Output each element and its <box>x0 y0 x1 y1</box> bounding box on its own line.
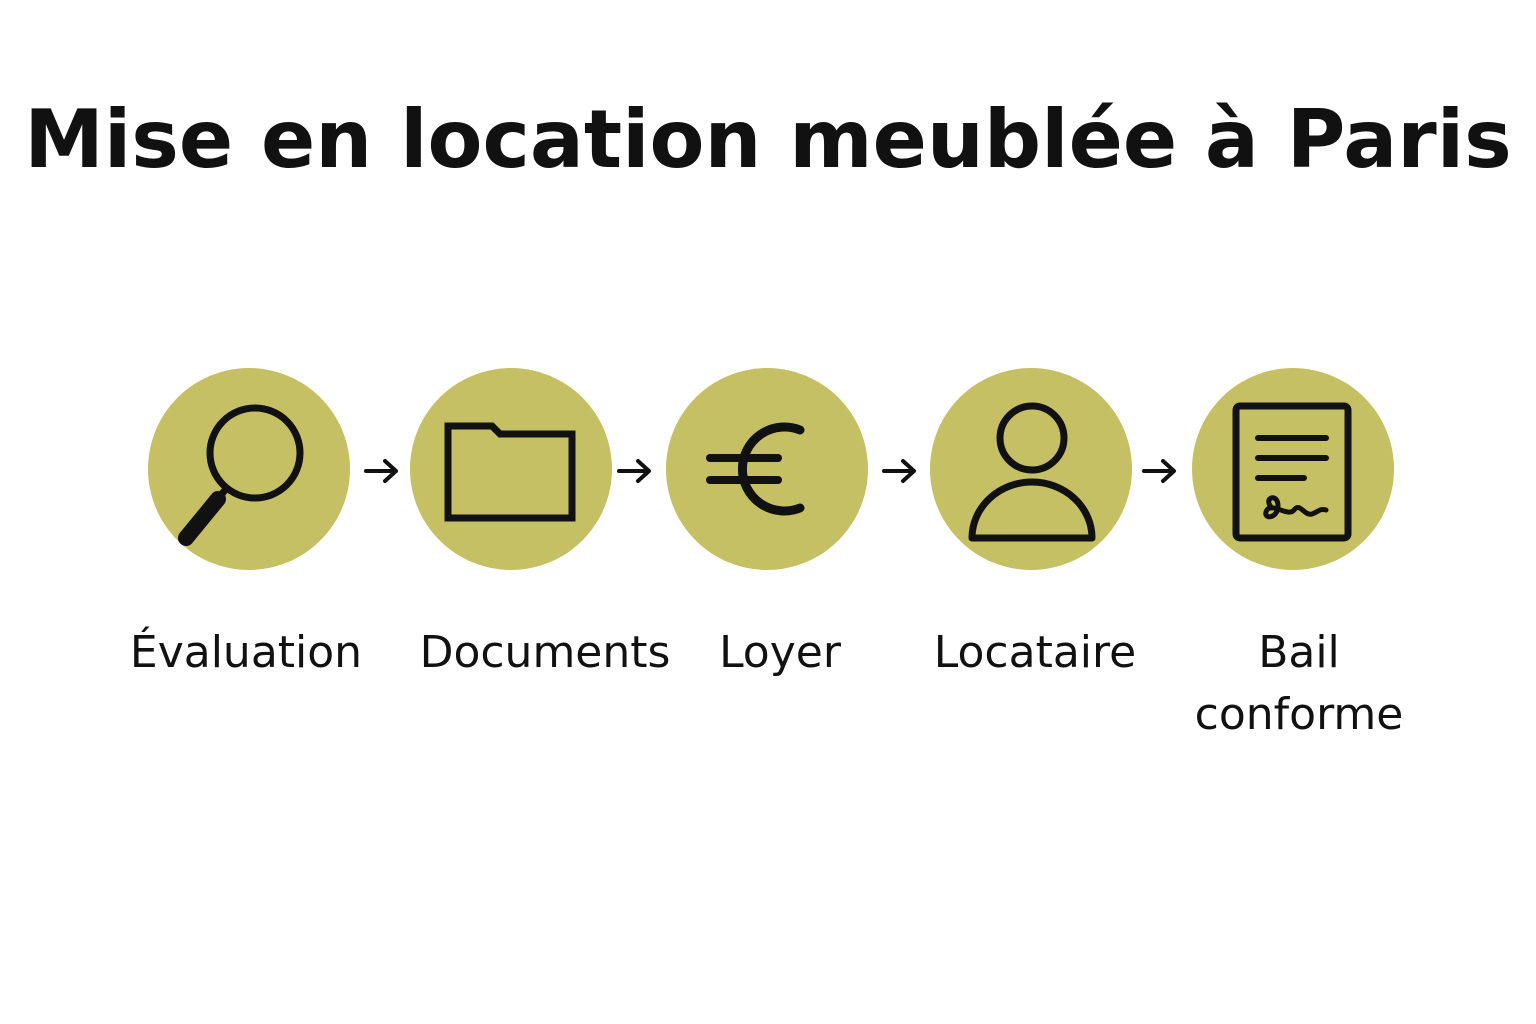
step-label-locataire: Locataire <box>933 627 1137 678</box>
arrow-right-icon <box>617 459 651 483</box>
step-bail-conforme-circle <box>1192 368 1394 570</box>
step-label-loyer: Loyer <box>719 627 841 678</box>
step-label-bail-line1: Bail <box>1258 627 1340 678</box>
signed-document-icon <box>1232 402 1352 542</box>
arrow-right-icon <box>1142 459 1176 483</box>
magnifying-glass-icon <box>178 404 304 546</box>
diagram-title: Mise en location meublée à Paris <box>24 93 1512 186</box>
folder-icon <box>444 422 576 522</box>
person-icon <box>968 402 1096 542</box>
arrow-right-icon <box>882 459 916 483</box>
step-documents-circle <box>410 368 612 570</box>
step-label-documents: Documents <box>419 627 671 678</box>
step-label-evaluation: Évaluation <box>129 627 363 678</box>
arrow-right-icon <box>364 459 398 483</box>
step-locataire-circle <box>930 368 1132 570</box>
step-loyer-circle <box>666 368 868 570</box>
step-evaluation-circle <box>148 368 350 570</box>
euro-icon <box>706 422 805 516</box>
step-label-bail-line2: conforme <box>1194 689 1404 740</box>
